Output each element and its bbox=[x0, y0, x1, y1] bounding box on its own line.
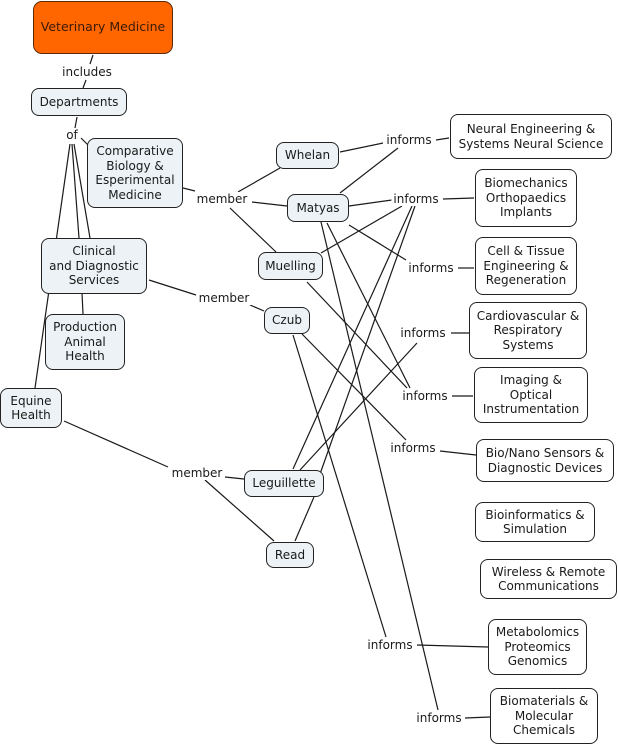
link-read-informs-biomech bbox=[294, 496, 315, 542]
link-comparative-member1 bbox=[182, 187, 196, 192]
link-label-informs-biomech: informs bbox=[391, 192, 441, 206]
node-veterinary-medicine[interactable]: Veterinary Medicine bbox=[33, 1, 173, 54]
link-of-production bbox=[73, 143, 91, 239]
link-czub-informs-bionano bbox=[301, 333, 407, 441]
node-neural-engineering[interactable]: Neural Engineering & Systems Neural Scie… bbox=[450, 114, 612, 159]
link-label-informs-neural: informs bbox=[384, 133, 434, 147]
link-muelling-informs-imaging bbox=[306, 281, 408, 389]
link-label-includes: includes bbox=[60, 65, 114, 79]
link-matyas-informs-neural bbox=[339, 147, 399, 194]
node-metabolomics[interactable]: Metabolomics Proteomics Genomics bbox=[488, 619, 587, 675]
link-label-informs-cardio: informs bbox=[398, 326, 448, 340]
node-departments[interactable]: Departments bbox=[31, 88, 127, 116]
link-member1-whelan bbox=[237, 167, 281, 193]
link-matyas-informs-biomech bbox=[348, 199, 393, 207]
node-muelling[interactable]: Muelling bbox=[258, 252, 323, 280]
link-departments-of bbox=[74, 116, 78, 129]
link-informs-biomat-biomat bbox=[464, 716, 491, 719]
link-label-informs-cell: informs bbox=[406, 261, 456, 275]
node-production-animal-health[interactable]: Production Animal Health bbox=[45, 314, 125, 370]
link-vetmed-includes bbox=[89, 54, 94, 65]
link-label-member-comparative: member bbox=[194, 192, 250, 206]
node-cardiovascular[interactable]: Cardiovascular & Respiratory Systems bbox=[469, 302, 587, 359]
link-leguillette-informs-biomech-a bbox=[292, 205, 413, 470]
node-biomaterials[interactable]: Biomaterials & Molecular Chemicals bbox=[490, 688, 598, 744]
link-clinical-member2 bbox=[148, 279, 197, 296]
link-informs-bionano-bionano bbox=[439, 450, 477, 456]
node-czub[interactable]: Czub bbox=[264, 307, 310, 334]
node-biomechanics[interactable]: Biomechanics Orthopaedics Implants bbox=[475, 169, 577, 227]
link-equine-member3 bbox=[63, 420, 169, 468]
node-equine-health[interactable]: Equine Health bbox=[0, 388, 62, 428]
link-label-informs-imaging: informs bbox=[400, 389, 450, 403]
link-member3-read bbox=[204, 479, 275, 542]
link-whelan-informs-neural bbox=[339, 142, 384, 153]
link-label-informs-bionano: informs bbox=[388, 441, 438, 455]
link-czub-informs-metabol bbox=[292, 334, 387, 638]
node-imaging-optical[interactable]: Imaging & Optical Instrumentation bbox=[474, 367, 588, 423]
link-label-informs-metabol: informs bbox=[365, 638, 415, 652]
link-of-clinical bbox=[71, 143, 80, 239]
link-informs-biomech-biomech bbox=[442, 197, 475, 200]
link-matyas-informs-cell bbox=[348, 224, 407, 261]
node-matyas[interactable]: Matyas bbox=[287, 194, 349, 222]
link-member3-leguillette bbox=[224, 476, 245, 480]
node-read[interactable]: Read bbox=[266, 542, 314, 568]
link-leguillette-informs-biomech-b bbox=[319, 205, 416, 475]
link-includes-departments bbox=[82, 79, 87, 89]
link-member1-matyas bbox=[251, 201, 288, 207]
node-cell-tissue[interactable]: Cell & Tissue Engineering & Regeneration bbox=[475, 237, 577, 295]
link-matyas-informs-imaging bbox=[326, 222, 411, 389]
link-of-comparative bbox=[80, 137, 89, 146]
link-label-member-clinical: member bbox=[196, 291, 252, 305]
link-label-informs-biomat: informs bbox=[414, 711, 464, 725]
link-informs-neural-neural bbox=[435, 137, 450, 141]
node-leguillette[interactable]: Leguillette bbox=[244, 470, 324, 497]
node-whelan[interactable]: Whelan bbox=[276, 142, 339, 169]
node-comparative-biology[interactable]: Comparative Biology & Esperimental Medic… bbox=[87, 138, 183, 208]
link-muelling-informs-biomech bbox=[320, 205, 403, 254]
node-clinical-diagnostic-services[interactable]: Clinical and Diagnostic Services bbox=[41, 238, 147, 294]
node-bio-nano-sensors[interactable]: Bio/Nano Sensors & Diagnostic Devices bbox=[476, 439, 614, 482]
node-bioinformatics[interactable]: Bioinformatics & Simulation bbox=[475, 502, 595, 542]
link-clinical-production bbox=[81, 292, 84, 315]
node-wireless-remote[interactable]: Wireless & Remote Communications bbox=[480, 559, 617, 599]
link-label-member-equine: member bbox=[169, 466, 225, 480]
link-label-of: of bbox=[64, 128, 80, 142]
link-member2-czub bbox=[249, 304, 265, 312]
link-member1-muelling bbox=[229, 207, 277, 253]
link-informs-metabol-metabol bbox=[416, 644, 489, 648]
link-matyas-informs-biomat bbox=[320, 221, 439, 711]
